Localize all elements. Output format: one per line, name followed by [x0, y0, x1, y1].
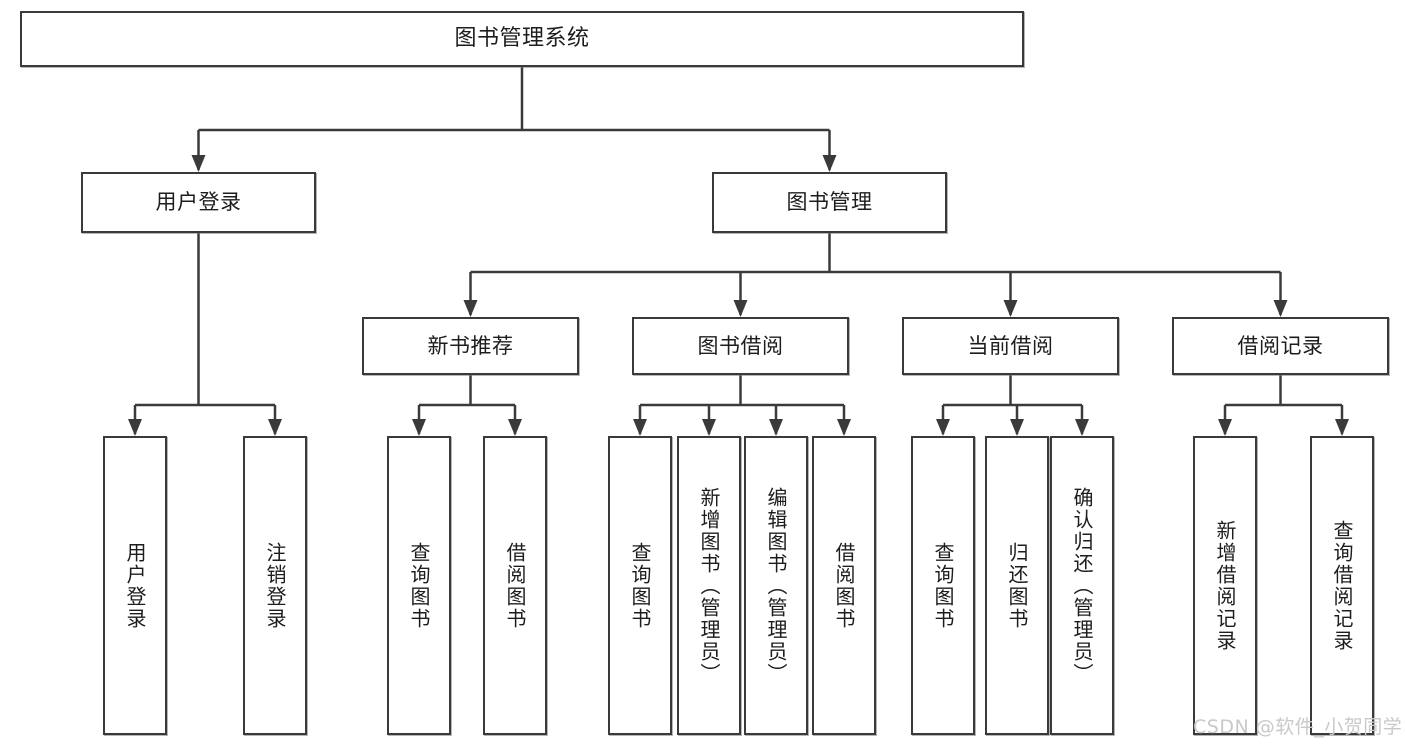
node-leaf-user-login-label: 用户登录: [123, 541, 147, 630]
node-leaf-query-book-2[interactable]: 查询图书: [608, 436, 672, 735]
node-leaf-add-borrow-record-label: 新增借阅记录: [1213, 519, 1237, 652]
arrow-icon-current-borrow: [1003, 300, 1018, 317]
arrow-icon-leaf-query-book-2: [633, 419, 647, 436]
node-leaf-edit-book[interactable]: 编辑图书（管理员）: [744, 436, 808, 735]
node-leaf-return-book[interactable]: 归还图书: [985, 436, 1049, 735]
csdn-watermark: CSDN @软件_小贺同学: [1193, 716, 1403, 738]
node-user-login-label: 用户登录: [155, 190, 242, 215]
arrow-icon-user-login: [191, 155, 206, 172]
arrow-icon-leaf-edit-book: [769, 419, 783, 436]
node-book-borrow[interactable]: 图书借阅: [632, 317, 849, 375]
node-leaf-confirm-return-label: 确认归还（管理员）: [1070, 486, 1094, 685]
node-current-borrow[interactable]: 当前借阅: [902, 317, 1119, 375]
node-root-system[interactable]: 图书管理系统: [20, 11, 1024, 67]
node-new-book-recommend[interactable]: 新书推荐: [362, 317, 579, 375]
node-leaf-user-login[interactable]: 用户登录: [103, 436, 167, 735]
arrow-icon-leaf-query-borrow-record: [1335, 419, 1349, 436]
node-book-borrow-label: 图书借阅: [697, 333, 784, 358]
arrow-icon-leaf-logout-login: [268, 419, 282, 436]
node-borrow-record[interactable]: 借阅记录: [1172, 317, 1389, 375]
node-root-system-label: 图书管理系统: [454, 26, 590, 52]
node-leaf-logout-login[interactable]: 注销登录: [243, 436, 307, 735]
arrow-icon-new-book-recommend: [463, 300, 478, 317]
arrow-icon-leaf-add-book: [702, 419, 716, 436]
node-leaf-add-book[interactable]: 新增图书（管理员）: [677, 436, 741, 735]
arrow-icon-leaf-add-borrow-record: [1218, 419, 1232, 436]
node-leaf-query-book-1-label: 查询图书: [407, 541, 431, 630]
node-leaf-borrow-book-2[interactable]: 借阅图书: [812, 436, 876, 735]
node-leaf-borrow-book-1[interactable]: 借阅图书: [483, 436, 547, 735]
arrow-icon-leaf-confirm-return: [1075, 419, 1089, 436]
arrow-icon-leaf-user-login: [128, 419, 142, 436]
arrow-icon-book-manage: [822, 155, 837, 172]
node-leaf-query-book-3[interactable]: 查询图书: [911, 436, 975, 735]
arrow-icon-leaf-query-book-3: [936, 419, 950, 436]
node-new-book-recommend-label: 新书推荐: [427, 333, 514, 358]
arrow-icon-leaf-borrow-book-1: [508, 419, 522, 436]
node-leaf-edit-book-label: 编辑图书（管理员）: [764, 486, 788, 685]
node-leaf-query-book-1[interactable]: 查询图书: [387, 436, 451, 735]
arrow-icon-leaf-borrow-book-2: [837, 419, 851, 436]
node-leaf-add-borrow-record[interactable]: 新增借阅记录: [1193, 436, 1257, 735]
node-leaf-add-book-label: 新增图书（管理员）: [697, 486, 721, 685]
node-leaf-borrow-book-1-label: 借阅图书: [503, 541, 527, 630]
arrow-icon-leaf-return-book: [1010, 419, 1024, 436]
arrow-icon-leaf-query-book-1: [412, 419, 426, 436]
node-book-manage[interactable]: 图书管理: [712, 172, 947, 233]
node-leaf-confirm-return[interactable]: 确认归还（管理员）: [1050, 436, 1114, 735]
node-leaf-query-borrow-record-label: 查询借阅记录: [1330, 519, 1354, 652]
node-user-login[interactable]: 用户登录: [81, 172, 316, 233]
node-leaf-query-borrow-record[interactable]: 查询借阅记录: [1310, 436, 1374, 735]
node-leaf-logout-login-label: 注销登录: [263, 541, 287, 630]
node-borrow-record-label: 借阅记录: [1237, 333, 1324, 358]
node-book-manage-label: 图书管理: [786, 190, 873, 215]
arrow-icon-borrow-record: [1273, 300, 1288, 317]
node-leaf-return-book-label: 归还图书: [1005, 541, 1029, 630]
node-current-borrow-label: 当前借阅: [967, 333, 1054, 358]
node-leaf-query-book-2-label: 查询图书: [628, 541, 652, 630]
node-leaf-query-book-3-label: 查询图书: [931, 541, 955, 630]
node-leaf-borrow-book-2-label: 借阅图书: [832, 541, 856, 630]
arrow-icon-book-borrow: [733, 300, 748, 317]
